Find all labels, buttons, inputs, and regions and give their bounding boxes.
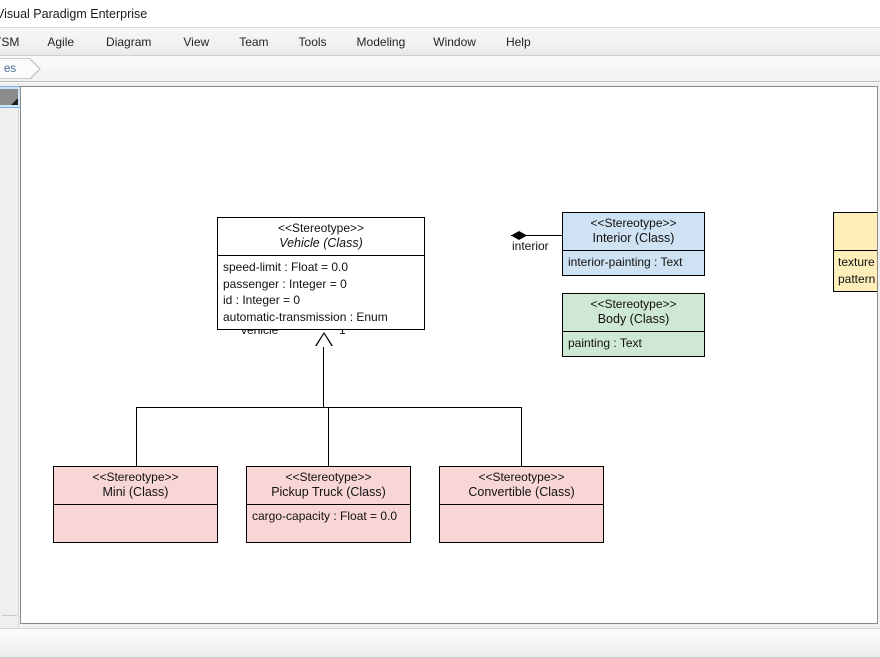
uml-class-seat-stereotype: <<S	[840, 216, 877, 231]
uml-class-mini-header: <<Stereotype>> Mini (Class)	[54, 467, 217, 505]
uml-class-pickup-truck-stereotype: <<Stereotype>>	[285, 470, 372, 484]
menu-item-team[interactable]: Team	[239, 34, 269, 49]
uml-attribute: interior-painting : Text	[568, 255, 683, 269]
uml-class-seat[interactable]: <<S Se texture : pattern	[833, 212, 878, 292]
menu-item-agile[interactable]: Agile	[47, 34, 75, 49]
uml-class-convertible-header: <<Stereotype>> Convertible (Class)	[440, 467, 603, 505]
uml-attribute: painting : Text	[568, 336, 642, 350]
diagram-toolbar-palette	[0, 83, 21, 628]
uml-class-body-name: Body (Class)	[597, 312, 670, 326]
uml-class-interior[interactable]: <<Stereotype>> Interior (Class) interior…	[562, 212, 705, 276]
shape-select-icon	[0, 89, 18, 105]
uml-class-vehicle[interactable]: <<Stereotype>> Vehicle (Class) speed-lim…	[217, 217, 425, 330]
uml-class-convertible-stereotype: <<Stereotype>>	[478, 470, 565, 484]
uml-class-interior-header: <<Stereotype>> Interior (Class)	[563, 213, 704, 251]
uml-class-pickup-truck-attributes: cargo-capacity : Float = 0.0	[247, 505, 410, 542]
menu-bar: TSM Agile Diagram View Team Tools Modeli…	[0, 28, 880, 56]
generalization-bar	[136, 407, 522, 408]
diagram-canvas[interactable]: interior vehicle 1 body vehicle 1 seat i…	[20, 86, 878, 624]
uml-class-seat-name: Se	[840, 231, 877, 246]
menu-item-tsm[interactable]: TSM	[0, 34, 20, 49]
uml-attribute: cargo-capacity : Float = 0.0	[252, 509, 398, 523]
uml-class-mini-stereotype: <<Stereotype>>	[92, 470, 179, 484]
generalization-drop-pickup	[328, 407, 329, 467]
generalization-arrow	[316, 334, 332, 347]
uml-attribute: id : Integer = 0	[223, 293, 301, 307]
uml-class-mini-name: Mini (Class)	[102, 485, 169, 499]
shape-select-tool-button[interactable]	[0, 86, 21, 108]
uml-attribute: passenger : Integer = 0	[223, 276, 347, 291]
menu-item-window[interactable]: Window	[433, 34, 476, 49]
uml-class-pickup-truck-header: <<Stereotype>> Pickup Truck (Class)	[247, 467, 410, 505]
uml-class-mini[interactable]: <<Stereotype>> Mini (Class)	[53, 466, 218, 543]
uml-attribute: pattern	[838, 271, 876, 286]
work-area: interior vehicle 1 body vehicle 1 seat i…	[0, 83, 880, 628]
uml-class-interior-stereotype: <<Stereotype>>	[590, 216, 677, 230]
uml-class-convertible-name: Convertible (Class)	[468, 485, 575, 499]
uml-class-vehicle-header: <<Stereotype>> Vehicle (Class)	[218, 218, 424, 256]
generalization-drop-convertible	[521, 407, 522, 467]
generalization-drop-mini	[136, 407, 137, 467]
uml-class-seat-attributes: texture : pattern	[834, 251, 878, 291]
breadcrumb[interactable]: es	[0, 58, 42, 80]
title-bar: Visual Paradigm Enterprise	[0, 0, 880, 28]
uml-class-vehicle-name: Vehicle (Class)	[279, 236, 363, 250]
uml-class-vehicle-stereotype: <<Stereotype>>	[277, 221, 365, 235]
menu-item-diagram[interactable]: Diagram	[106, 34, 152, 49]
palette-divider	[2, 615, 17, 616]
uml-class-body-header: <<Stereotype>> Body (Class)	[563, 294, 704, 332]
uml-class-vehicle-attributes: speed-limit : Float = 0.0 passenger : In…	[218, 256, 424, 329]
menu-item-help[interactable]: Help	[505, 34, 531, 49]
uml-class-interior-attributes: interior-painting : Text	[563, 251, 704, 275]
uml-attribute: automatic-transmission : Enum	[223, 309, 388, 324]
aggregation-diamond-interior-seat	[511, 231, 527, 240]
menu-item-modeling[interactable]: Modeling	[356, 34, 406, 49]
menu-item-tools[interactable]: Tools	[298, 34, 327, 49]
assoc-label-seat-source-role: interior	[512, 239, 549, 253]
uml-class-seat-header: <<S Se	[834, 213, 877, 251]
assoc-label-body-multiplicity: 1	[339, 323, 346, 337]
uml-class-body-stereotype: <<Stereotype>>	[590, 297, 677, 311]
menu-item-view[interactable]: View	[183, 34, 210, 49]
uml-class-pickup-truck[interactable]: <<Stereotype>> Pickup Truck (Class) carg…	[246, 466, 411, 543]
uml-class-body-attributes: painting : Text	[563, 332, 704, 356]
uml-attribute: texture :	[838, 255, 878, 269]
uml-class-convertible[interactable]: <<Stereotype>> Convertible (Class)	[439, 466, 604, 543]
uml-class-interior-name: Interior (Class)	[592, 231, 675, 245]
uml-attribute: speed-limit : Float = 0.0	[223, 260, 349, 274]
status-bar	[0, 628, 880, 658]
app-title: Visual Paradigm Enterprise	[0, 6, 148, 21]
generalization-stem	[323, 345, 324, 407]
uml-class-mini-attributes	[54, 505, 217, 542]
uml-class-pickup-truck-name: Pickup Truck (Class)	[271, 485, 386, 499]
breadcrumb-label: es	[4, 62, 17, 75]
breadcrumb-strip: es	[0, 56, 880, 82]
uml-class-body[interactable]: <<Stereotype>> Body (Class) painting : T…	[562, 293, 705, 357]
uml-class-convertible-attributes	[440, 505, 603, 542]
